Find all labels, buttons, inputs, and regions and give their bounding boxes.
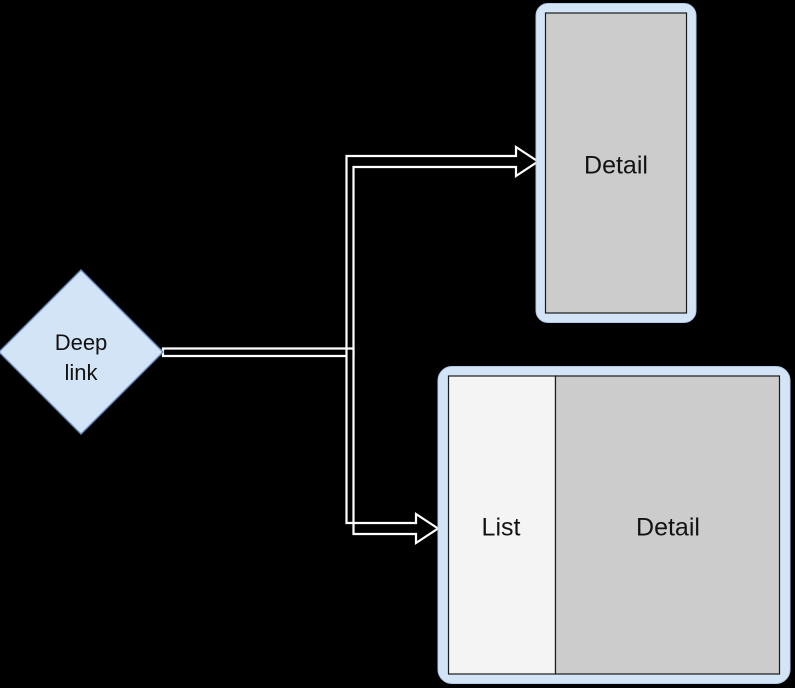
detail-screen-label: Detail	[584, 152, 648, 180]
list-pane-label: List	[482, 514, 521, 542]
detail-pane-label: Detail	[636, 514, 700, 542]
node-deep-link[interactable]: Deep link	[0, 269, 164, 435]
detail-pane[interactable]	[554, 375, 781, 675]
diamond-shape	[0, 269, 164, 435]
edge-deeplink-to-listdetail[interactable]	[345, 347, 440, 546]
node-detail-screen[interactable]: Detail	[535, 3, 697, 323]
deep-link-label-line2: link	[64, 360, 98, 385]
node-list-detail-screen[interactable]: List Detail	[437, 366, 791, 684]
edge-deeplink-to-detail[interactable]	[161, 144, 540, 358]
list-pane[interactable]	[447, 375, 557, 675]
edge-line-top	[161, 144, 540, 358]
detail-screen-surface	[544, 12, 688, 314]
deep-link-label-line1: Deep	[55, 330, 108, 355]
edge-line-bottom	[345, 347, 440, 546]
